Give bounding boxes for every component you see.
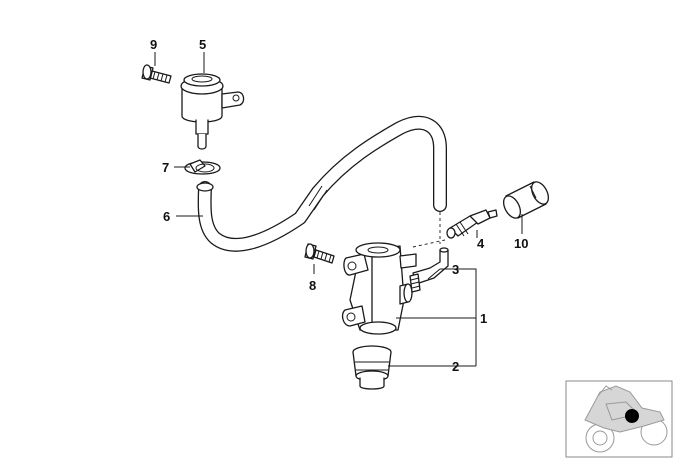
master-cylinder [341,242,417,335]
location-marker [625,409,639,423]
mounting-screw [304,243,335,264]
callout-9: 9 [150,37,157,52]
callout-8: 8 [309,278,316,293]
hose-upper-end [196,182,214,192]
reservoir-screw [141,64,172,84]
callout-5: 5 [199,37,206,52]
callout-6: 6 [163,209,170,224]
rubber-boot [352,345,392,390]
location-thumbnail [565,380,673,458]
brake-fluid-hose [197,115,447,252]
callout-3: 3 [452,262,459,277]
protective-cap [502,181,550,219]
callout-7: 7 [162,160,169,175]
callout-4: 4 [477,236,485,251]
fluid-reservoir [180,73,245,150]
hose-dash-line [412,212,446,248]
elbow-fitting [409,247,449,293]
callout-10: 10 [514,236,528,251]
callout-1: 1 [480,311,487,326]
leader-lines [154,52,523,367]
pressure-switch [446,209,498,239]
hose-clamp [184,159,221,175]
callout-2: 2 [452,359,459,374]
